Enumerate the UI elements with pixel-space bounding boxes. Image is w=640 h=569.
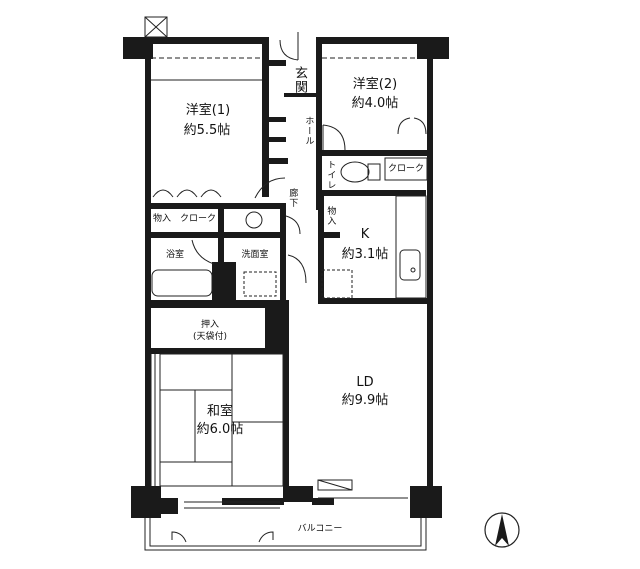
room-japanese-size: 約6.0帖 xyxy=(196,422,244,437)
room-kitchen-name: K xyxy=(360,227,370,242)
room-japanese-name: 和室 xyxy=(206,404,233,419)
oshiire-label: 押入 xyxy=(200,320,219,330)
washroom-label: 洗面室 xyxy=(241,250,269,260)
exterior-walls xyxy=(123,37,449,518)
entrance-label: 玄関 xyxy=(291,66,307,94)
room-western2-size: 約4.0帖 xyxy=(351,96,399,111)
thin-lines xyxy=(144,16,428,551)
room-western1-size: 約5.5帖 xyxy=(183,123,231,138)
storage-kitchen-label: 物入 xyxy=(325,206,336,226)
room-western1-name: 洋室(1) xyxy=(185,103,231,118)
room-kitchen-size: 約3.1帖 xyxy=(341,247,389,262)
storage-left-label: 物入 xyxy=(152,214,171,224)
corridor-label: 廊下 xyxy=(287,188,298,208)
oshiire-note-label: (天袋付) xyxy=(192,332,228,342)
closet-top-label: クローク xyxy=(387,164,424,174)
room-ld-size: 約9.9帖 xyxy=(341,393,389,408)
bath-label: 浴室 xyxy=(165,250,184,260)
room-ld-name: LD xyxy=(356,375,374,390)
compass xyxy=(484,512,520,548)
room-western2-name: 洋室(2) xyxy=(352,77,398,92)
closet-left-label: クローク xyxy=(179,214,216,224)
toilet-label: トイレ xyxy=(325,160,336,190)
hall-label: ホール xyxy=(303,116,314,146)
balcony-label: バルコニー xyxy=(297,524,343,534)
